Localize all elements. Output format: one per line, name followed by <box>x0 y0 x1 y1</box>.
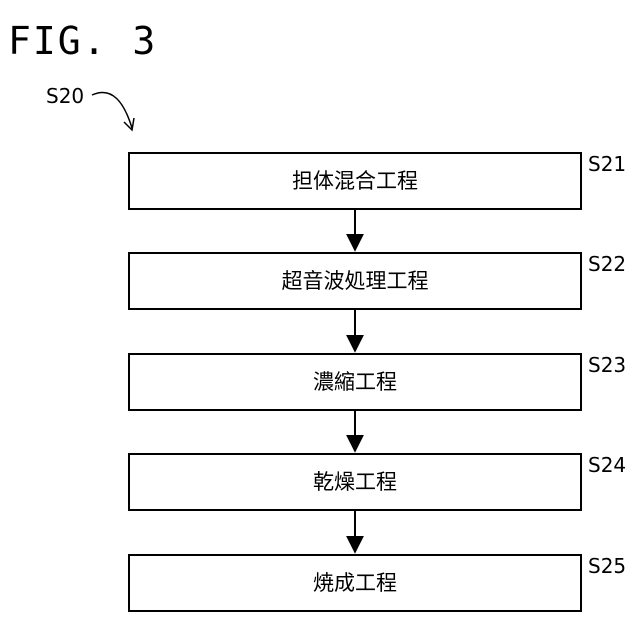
step-text-s21: 担体混合工程 <box>292 168 418 194</box>
step-box-s24: 乾燥工程 <box>128 453 582 511</box>
figure-title: FIG. 3 <box>8 18 157 64</box>
step-label-s24: S24 <box>588 453 626 477</box>
process-label: S20 <box>46 84 84 108</box>
step-text-s25: 焼成工程 <box>313 570 397 596</box>
step-text-s23: 濃縮工程 <box>313 369 397 395</box>
step-box-s25: 焼成工程 <box>128 554 582 612</box>
process-leader-arrow <box>92 92 132 128</box>
step-label-s23: S23 <box>588 353 626 377</box>
step-label-s21: S21 <box>588 152 626 176</box>
step-text-s22: 超音波処理工程 <box>282 268 429 294</box>
step-box-s22: 超音波処理工程 <box>128 252 582 310</box>
process-leader-arrowhead <box>124 118 134 130</box>
step-text-s24: 乾燥工程 <box>313 469 397 495</box>
step-label-s25: S25 <box>588 554 626 578</box>
step-box-s21: 担体混合工程 <box>128 152 582 210</box>
step-box-s23: 濃縮工程 <box>128 353 582 411</box>
step-label-s22: S22 <box>588 252 626 276</box>
